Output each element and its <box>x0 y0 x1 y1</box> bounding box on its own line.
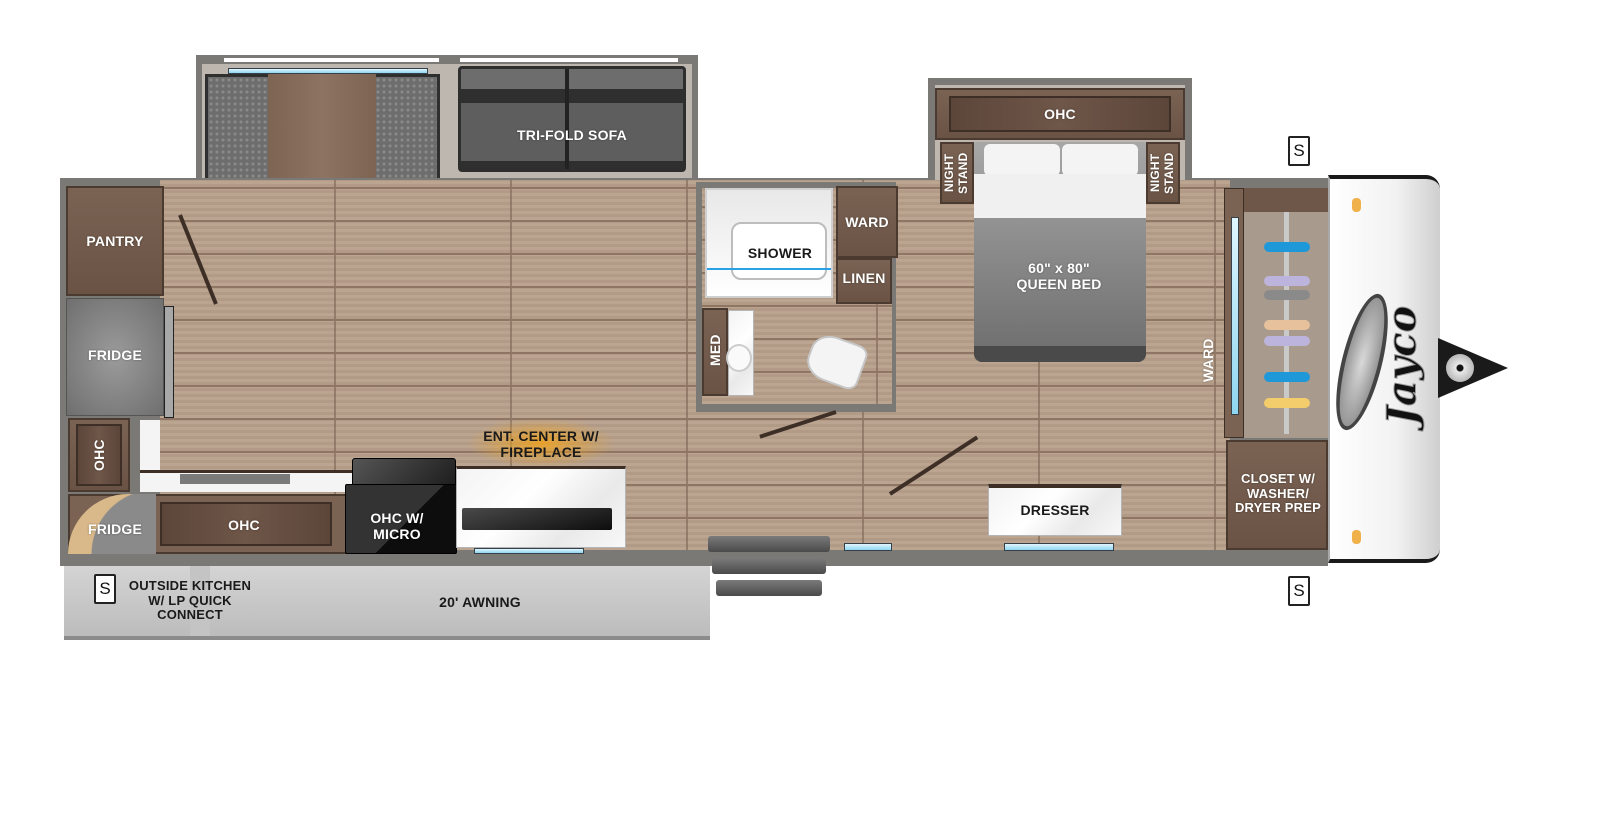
ward-front <box>1224 188 1244 438</box>
ward-bath-label: WARD <box>845 213 889 230</box>
awning-label: 20' AWNING <box>439 593 521 610</box>
window-ent <box>474 548 584 554</box>
pantry <box>66 186 164 296</box>
step-3 <box>716 580 822 596</box>
ohc-bedroom-inner <box>949 96 1171 132</box>
ward-bath <box>836 186 898 258</box>
fridge-main-door <box>164 306 174 418</box>
fridge-main <box>66 298 164 416</box>
dresser-label: DRESSER <box>1020 501 1090 518</box>
kitchen-sink <box>180 474 290 484</box>
ohc-bedroom <box>935 88 1185 140</box>
ward-mirror <box>1231 217 1239 415</box>
night-stand-left <box>940 142 974 204</box>
closet <box>1226 440 1328 550</box>
ohc-left-vertical <box>68 418 130 492</box>
step-1 <box>708 536 830 552</box>
entry-steps[interactable] <box>708 536 830 600</box>
ohc-kitchen-label: OHC <box>228 516 260 533</box>
slideout-top-trim-2 <box>460 58 678 62</box>
linen <box>836 258 892 304</box>
front-storage <box>1244 188 1328 438</box>
ward-front-label: WARD <box>1199 338 1216 382</box>
shower-curtain <box>707 268 831 270</box>
snowboard-lavender-1 <box>1264 276 1310 286</box>
snowboard-blue-2 <box>1264 372 1310 382</box>
jayco-logo: Jayco <box>1378 305 1426 425</box>
queen-bed <box>974 142 1146 362</box>
pillow-left <box>984 144 1060 176</box>
outside-kitchen-label: OUTSIDE KITCHEN W/ LP QUICK CONNECT <box>128 577 252 623</box>
med-label: MED <box>706 334 723 366</box>
ohc-micro-label: OHC W/ MICRO <box>370 509 424 542</box>
snowboard-yellow <box>1264 398 1310 408</box>
stabilizer-rear-curbside: S <box>94 574 116 604</box>
marker-light-bottom <box>1352 530 1361 544</box>
snowboard-grey <box>1264 290 1310 300</box>
awning-end <box>190 566 210 636</box>
dresser <box>988 484 1122 536</box>
queen-bed-label: 60" x 80" QUEEN BED <box>1016 259 1102 292</box>
ohc-kitchen-inner <box>160 502 332 546</box>
tri-fold-sofa <box>458 66 686 172</box>
ohc-bedroom-label: OHC <box>1044 105 1076 122</box>
shower <box>705 188 833 298</box>
marker-light-top <box>1352 198 1361 212</box>
slideout-top-trim <box>224 58 439 62</box>
fireplace-glow <box>466 418 616 468</box>
shower-basin <box>731 222 827 280</box>
ohc-micro <box>345 484 457 554</box>
sofa-seam <box>565 69 569 169</box>
stabilizer-front-curbside: S <box>1288 576 1310 606</box>
step-2 <box>712 558 826 574</box>
awning-main <box>64 566 710 640</box>
snowboard-tan <box>1264 320 1310 330</box>
night-stand-right-label: NIGHT STAND <box>1148 152 1176 194</box>
window-entry <box>844 543 892 551</box>
hitch-jack <box>1446 354 1474 382</box>
ent-center-label: ENT. CENTER W/ FIREPLACE <box>483 427 599 460</box>
snowboard-blue-1 <box>1264 242 1310 252</box>
stabilizer-front-roadside: S <box>1288 136 1310 166</box>
fireplace <box>462 508 612 530</box>
bath-sink <box>726 344 752 372</box>
fridge-outside-label: FRIDGE <box>87 520 143 537</box>
fridge-main-label: FRIDGE <box>87 346 143 363</box>
night-stand-left-label: NIGHT STAND <box>942 152 970 194</box>
ohc-left-inner <box>76 424 122 486</box>
pantry-label: PANTRY <box>86 232 144 249</box>
ohc-left-vertical-label: OHC <box>90 439 107 471</box>
shower-label: SHOWER <box>747 244 813 261</box>
closet-label: CLOSET W/ WASHER/ DRYER PREP <box>1234 470 1322 516</box>
bed-blanket-fold <box>974 174 1146 218</box>
dinette-window <box>228 68 428 74</box>
ent-center <box>456 466 626 548</box>
tri-fold-sofa-label: TRI-FOLD SOFA <box>517 126 627 143</box>
linen-label: LINEN <box>842 269 886 286</box>
snowboard-lavender-2 <box>1264 336 1310 346</box>
bed-footboard <box>974 346 1146 362</box>
night-stand-right <box>1146 142 1180 204</box>
window-bedroom <box>1004 543 1114 551</box>
pillow-right <box>1062 144 1138 176</box>
